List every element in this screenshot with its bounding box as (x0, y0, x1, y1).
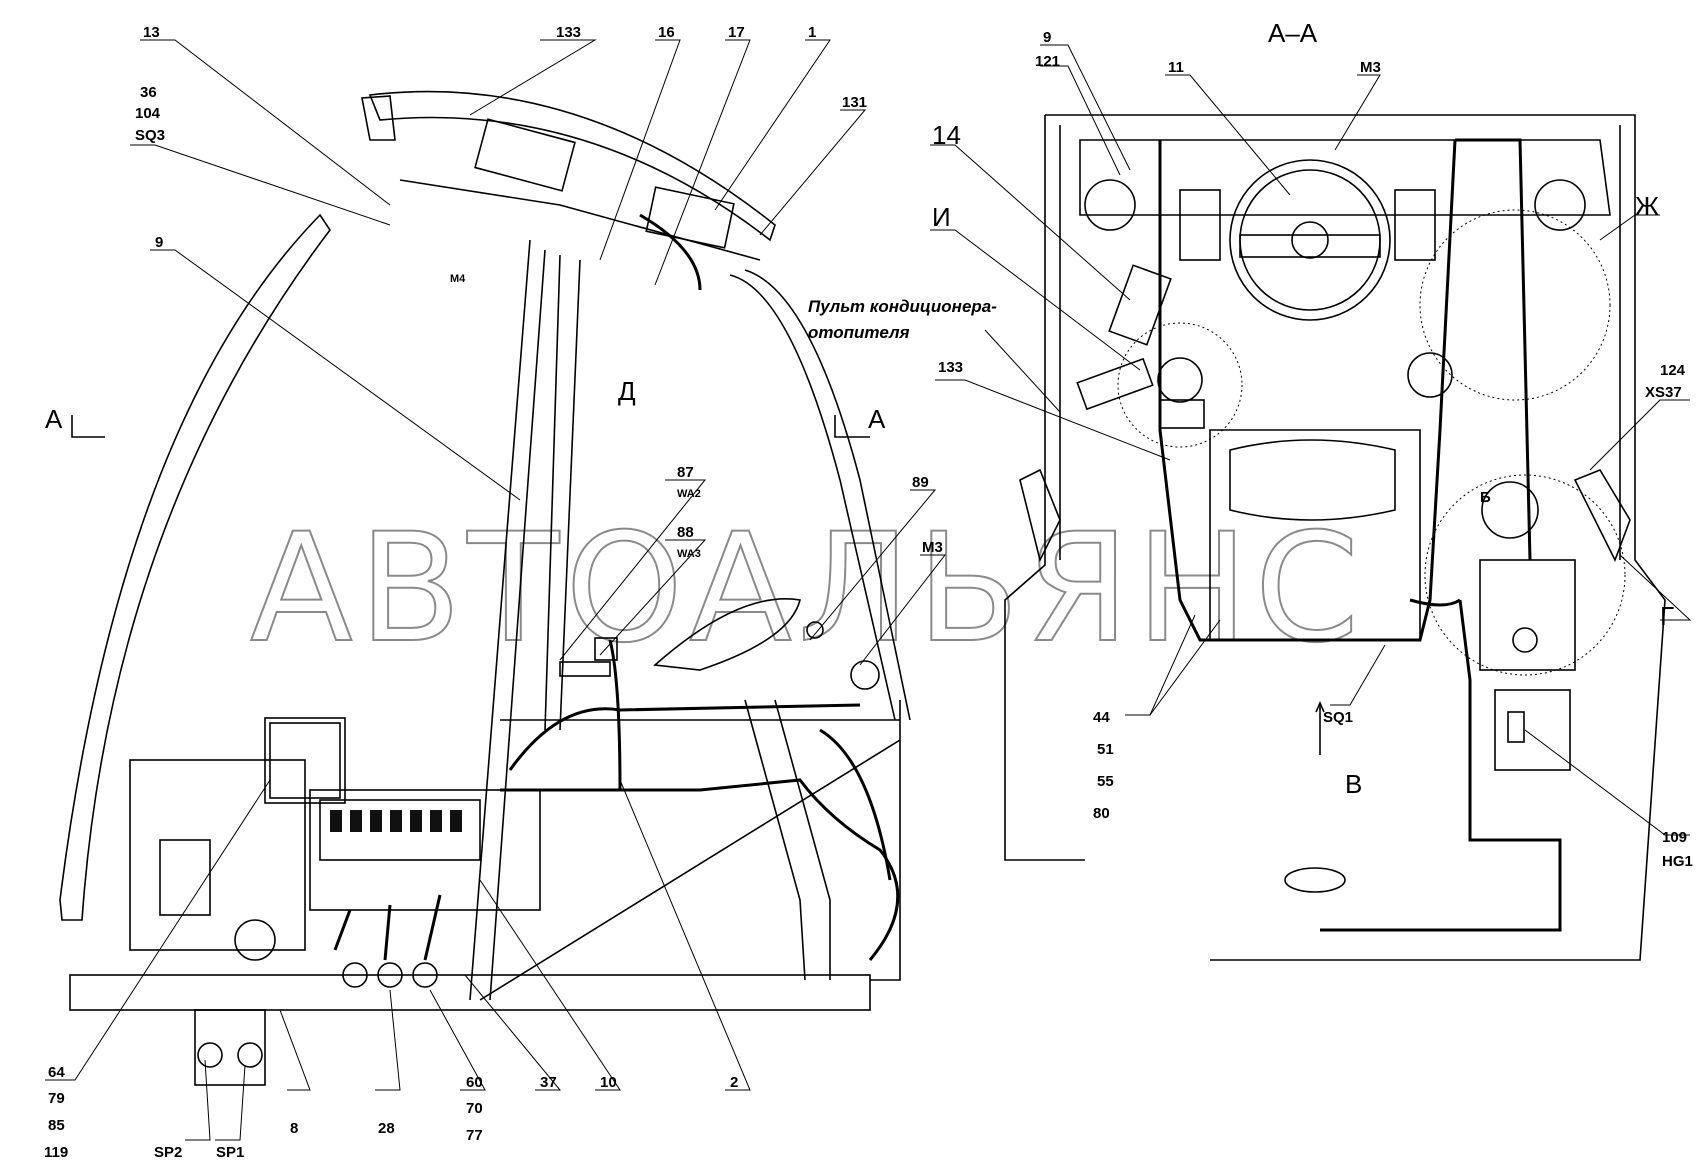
label-m3: М3 (922, 539, 943, 556)
callout-119: 119 (44, 1144, 68, 1161)
callout-16: 16 (658, 24, 675, 41)
callout-70: 70 (466, 1100, 483, 1117)
note-console-line2: отопителя (808, 323, 910, 342)
section-mark-left: А (45, 404, 63, 434)
label-sq1: SQ1 (1323, 709, 1353, 726)
callout-77: 77 (466, 1127, 483, 1144)
callout-55: 55 (1097, 773, 1114, 790)
left-leaders (45, 39, 947, 1141)
left-cab-view (59, 90, 911, 1086)
left-labels: 13 133 16 17 1 131 9 87 WA2 88 WA3 89 М3… (44, 24, 943, 1161)
callout-89: 89 (912, 474, 929, 491)
label-xs37: XS37 (1645, 384, 1682, 401)
callout-2: 2 (730, 1074, 738, 1091)
callout-28: 28 (378, 1120, 395, 1137)
callout-124: 124 (1660, 362, 1686, 379)
callout-133-right: 133 (938, 359, 963, 376)
label-wa2: WA2 (677, 488, 701, 500)
view-g: Г (1660, 601, 1674, 631)
view-i: И (932, 202, 951, 232)
label-m3-right: М3 (1360, 59, 1381, 76)
callout-133: 133 (556, 24, 581, 41)
callout-64: 64 (48, 1064, 65, 1081)
callout-85: 85 (48, 1117, 65, 1134)
callout-131: 131 (842, 94, 867, 111)
label-m4: М4 (450, 273, 466, 285)
callout-8: 8 (290, 1120, 298, 1137)
label-sq3: SQ3 (135, 127, 165, 144)
label-sp2: SP2 (154, 1144, 182, 1161)
view-d: Д (618, 376, 636, 406)
callout-37: 37 (540, 1074, 557, 1091)
callout-121: 121 (1035, 53, 1060, 70)
callout-44: 44 (1093, 709, 1110, 726)
callout-36: 36 (140, 84, 157, 101)
callout-17: 17 (728, 24, 745, 41)
right-section-view: А–А (1004, 18, 1666, 961)
callout-11: 11 (1168, 59, 1184, 76)
label-sp1: SP1 (216, 1144, 244, 1161)
watermark: АВТОАЛЬЯНС (250, 502, 1365, 676)
view-b-detail: Б (1480, 489, 1491, 506)
view-zh: Ж (1635, 191, 1659, 221)
callout-88: 88 (677, 524, 694, 541)
callout-80: 80 (1093, 805, 1110, 822)
right-labels: 9 121 11 М3 14 И Ж 133 124 XS37 Б Г 44 5… (932, 29, 1693, 870)
callout-87: 87 (677, 464, 694, 481)
label-wa3: WA3 (677, 548, 701, 560)
callout-109: 109 (1662, 829, 1687, 846)
callout-13: 13 (143, 24, 160, 41)
view-v: В (1345, 769, 1362, 799)
right-leaders (930, 44, 1692, 836)
note-console-line1: Пульт кондиционера- (808, 297, 997, 316)
section-mark-right: А (868, 404, 886, 434)
callout-79: 79 (48, 1090, 65, 1107)
callout-60: 60 (466, 1074, 483, 1091)
label-hg1: HG1 (1662, 853, 1693, 870)
callout-51: 51 (1097, 741, 1114, 758)
section-title: А–А (1268, 18, 1318, 48)
callout-9: 9 (155, 234, 163, 251)
callout-9-right: 9 (1043, 29, 1051, 46)
callout-1: 1 (808, 24, 816, 41)
callout-104: 104 (135, 105, 161, 122)
callout-10: 10 (600, 1074, 617, 1091)
callout-14: 14 (932, 120, 961, 150)
